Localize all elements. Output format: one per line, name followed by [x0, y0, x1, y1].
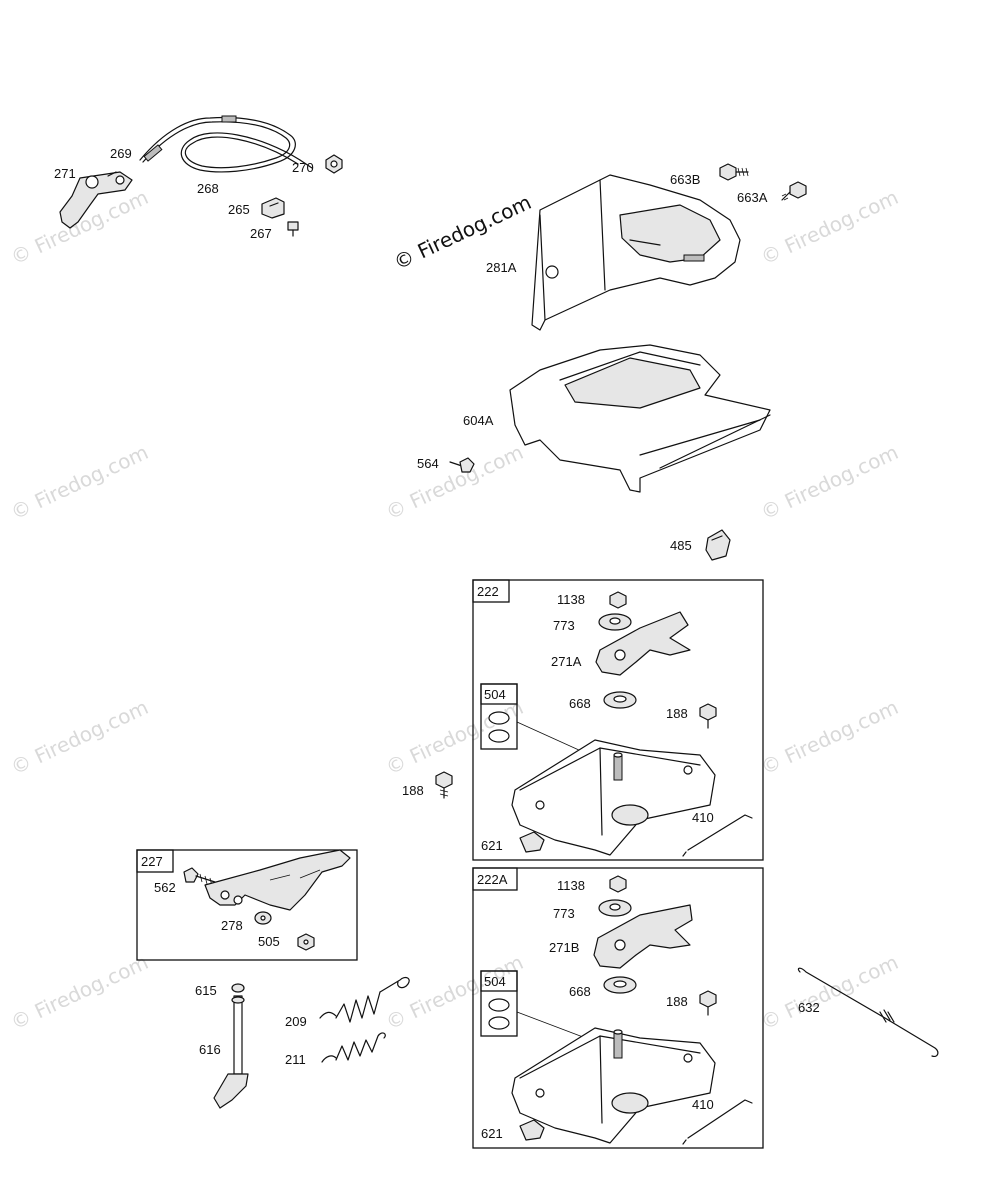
part-564-screw	[449, 457, 475, 473]
part-278-washer	[254, 911, 272, 925]
callout-209: 209	[285, 1014, 307, 1029]
part-663B-screw	[719, 163, 749, 181]
callout-265: 265	[228, 202, 250, 217]
box-222-tag: 222	[477, 584, 499, 599]
watermark-4: © Firedog.com	[382, 440, 527, 525]
watermark-11: © Firedog.com	[757, 950, 902, 1035]
part-668-washer-b	[603, 976, 637, 994]
callout-211: 211	[285, 1052, 306, 1067]
callout-1138: 1138	[557, 592, 585, 607]
watermark-2: © Firedog.com	[757, 185, 902, 270]
callout-269: 269	[110, 146, 132, 161]
callout-485: 485	[670, 538, 692, 553]
part-604A-cylinder-shroud	[509, 344, 771, 493]
part-188-screw-b	[699, 990, 717, 1016]
watermark-9: © Firedog.com	[7, 950, 152, 1035]
part-222A-bracket	[511, 1027, 716, 1144]
callout-267: 267	[250, 226, 272, 241]
part-621-clip-b	[519, 1119, 545, 1141]
part-222-bracket	[511, 739, 716, 856]
watermark-8: © Firedog.com	[757, 695, 902, 780]
callout-271A: 271A	[551, 654, 582, 669]
part-773-washer-b	[598, 899, 632, 917]
callout-281A: 281A	[486, 260, 517, 275]
callout-562-label: 562	[154, 880, 176, 895]
part-621-clip	[519, 831, 545, 853]
callout-621-b: 621	[481, 1126, 503, 1141]
callout-564: 564	[417, 456, 439, 471]
callout-271: 271	[54, 166, 76, 181]
part-271A-lever	[595, 611, 691, 676]
part-268-throttle-cable	[139, 115, 313, 173]
callout-663A: 663A	[737, 190, 768, 205]
part-615-washer	[231, 983, 245, 993]
part-1138-nut	[609, 591, 627, 609]
box-222: 222 504 1138 773 271A 668 188	[472, 579, 764, 861]
part-562-screw	[183, 867, 216, 887]
callout-1138-b: 1138	[557, 878, 585, 893]
watermark-layer: © Firedog.com © Firedog.com © Firedog.co…	[7, 185, 902, 1035]
callout-505: 505	[258, 934, 280, 949]
box-222A: 222A 504 1138 773 271B 668 188	[472, 867, 764, 1149]
callout-410-b: 410	[692, 1097, 714, 1112]
part-485-clip	[705, 529, 731, 561]
part-271B-lever	[593, 904, 693, 969]
part-668-washer	[603, 691, 637, 709]
callout-773: 773	[553, 618, 575, 633]
part-188-screw	[699, 703, 717, 729]
part-271-control-lever	[59, 171, 133, 229]
callout-621: 621	[481, 838, 503, 853]
part-211-spring	[321, 1032, 386, 1063]
box-227: 227 227 562 278 505	[136, 849, 358, 961]
part-505-nut	[297, 933, 315, 951]
callout-410: 410	[692, 810, 714, 825]
callout-616: 616	[199, 1042, 221, 1057]
callout-604A: 604A	[463, 413, 494, 428]
part-663A-screw	[781, 181, 807, 201]
callout-188: 188	[666, 706, 688, 721]
callout-268: 268	[197, 181, 219, 196]
part-616-governor-shaft	[213, 995, 249, 1109]
callout-278: 278	[221, 918, 243, 933]
part-632-link-rod	[797, 967, 939, 1057]
part-267-screw	[287, 221, 299, 237]
part-188-screw-standalone	[435, 771, 453, 799]
part-410-link	[682, 814, 753, 857]
part-410-link-b	[682, 1099, 753, 1145]
box-222A-sub-tag: 504	[484, 974, 506, 989]
callout-271B: 271B	[549, 940, 579, 955]
callout-773-b: 773	[553, 906, 575, 921]
box-222-sub-tag: 504	[484, 687, 506, 702]
watermark-6: © Firedog.com	[7, 695, 152, 780]
part-773-washer	[598, 613, 632, 631]
watermark-5: © Firedog.com	[757, 440, 902, 525]
part-281A-blower-housing	[531, 174, 741, 331]
part-209-governor-spring	[319, 976, 410, 1023]
callout-615: 615	[195, 983, 217, 998]
callout-188-standalone: 188	[402, 783, 424, 798]
part-270-nut	[325, 154, 343, 174]
callout-668-b: 668	[569, 984, 591, 999]
callout-188-b: 188	[666, 994, 688, 1009]
watermark-3: © Firedog.com	[7, 440, 152, 525]
part-227-governor-lever	[204, 849, 351, 911]
callout-668: 668	[569, 696, 591, 711]
part-1138-nut-b	[609, 875, 627, 893]
box-227-tag: 227	[141, 854, 163, 869]
part-265-cable-clamp	[261, 197, 285, 219]
box-222A-tag: 222A	[477, 872, 508, 887]
callout-632: 632	[798, 1000, 820, 1015]
callout-663B: 663B	[670, 172, 700, 187]
callout-270: 270	[292, 160, 314, 175]
